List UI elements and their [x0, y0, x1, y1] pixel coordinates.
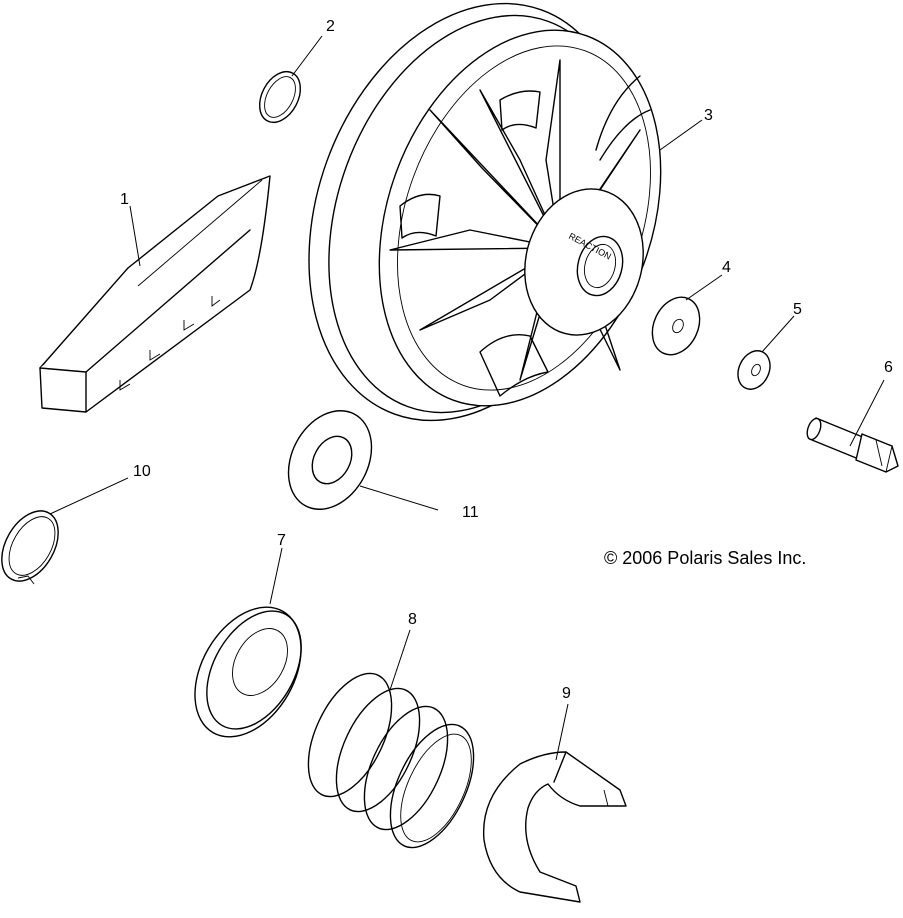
part-11-washer — [287, 410, 373, 510]
callout-3: 3 — [704, 107, 713, 124]
part-8-spring — [307, 672, 475, 849]
part-9-retainer — [482, 751, 627, 903]
callout-6: 6 — [884, 359, 893, 376]
part-4-washer — [651, 296, 701, 356]
leader-lines — [49, 35, 885, 761]
callout-4: 4 — [722, 259, 731, 276]
part-2-ring — [258, 71, 302, 123]
part-3-sheave: REACTION — [308, 2, 662, 422]
callout-1: 1 — [120, 191, 129, 208]
callout-10: 10 — [133, 463, 151, 480]
callout-11: 11 — [462, 504, 479, 521]
callout-7: 7 — [277, 532, 286, 549]
copyright-text: © 2006 Polaris Sales Inc. — [604, 548, 806, 568]
callout-5: 5 — [793, 301, 802, 318]
callouts: 1 2 3 4 5 6 7 8 9 10 11 — [120, 18, 893, 702]
part-1-wedge — [39, 175, 271, 413]
part-6-bolt — [806, 417, 899, 473]
callout-8: 8 — [408, 611, 417, 628]
part-5-washer — [737, 350, 771, 390]
callout-9: 9 — [562, 685, 571, 702]
part-10-circlip — [1, 510, 59, 585]
part-7-cap — [194, 606, 302, 738]
callout-2: 2 — [326, 18, 335, 35]
